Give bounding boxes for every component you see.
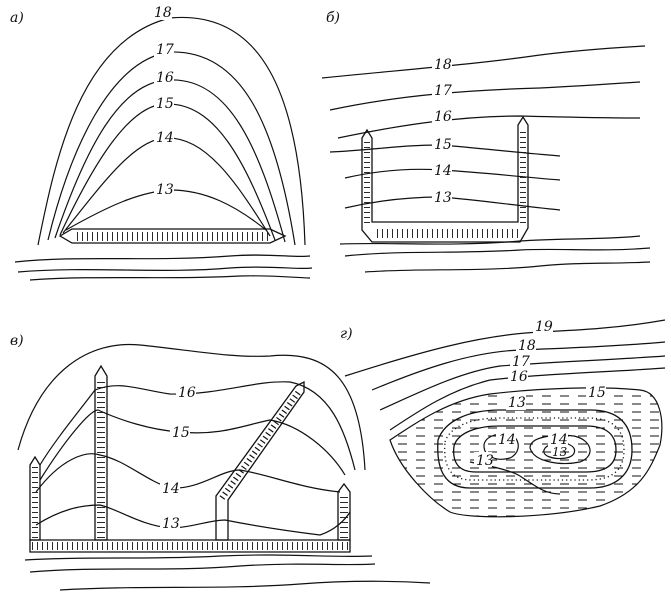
stream-b-bank-2 [344, 247, 651, 257]
contour-v-16 [39, 381, 356, 471]
contour-g-19 [344, 319, 666, 377]
label-a-17: 17 [156, 42, 174, 58]
dam-v-right-hatch [340, 494, 348, 540]
stream-a-bank-1 [14, 254, 311, 263]
label-b-13: 13 [434, 190, 452, 206]
label-v-15: 15 [172, 425, 190, 441]
contour-a-15 [59, 103, 276, 241]
contour-g-16 [389, 367, 666, 431]
dam-v-left [29, 455, 41, 541]
stream-a-bank-2 [17, 266, 313, 273]
dam-b-left-hatch [364, 140, 370, 224]
dam-v-middle-hatch [97, 378, 105, 540]
label-a-15: 15 [156, 96, 174, 112]
label-g-15: 15 [588, 385, 606, 401]
dam-g-ring [437, 409, 633, 489]
dam-v-bottom-hatch [32, 542, 348, 550]
stream-b-bank-3 [364, 261, 651, 273]
label-v-14: 14 [162, 481, 180, 497]
panel-a: a) 18 17 16 15 14 13 [10, 4, 313, 281]
stream-v-bank-3 [59, 580, 431, 591]
dam-b [361, 115, 529, 243]
panel-b: б) 18 17 16 15 14 13 [321, 10, 651, 273]
label-g-13-lower: 13 [476, 453, 494, 469]
dam-v-left-hatch [32, 467, 38, 540]
panel-a-label: a) [10, 10, 24, 26]
label-g-13-top: 13 [508, 395, 526, 411]
label-g-13-inner: 13 [552, 445, 568, 459]
label-a-13: 13 [156, 182, 174, 198]
label-g-19: 19 [535, 319, 553, 335]
contour-g-17 [379, 355, 666, 411]
panel-g: г) 19 18 17 16 15 13 14 14 13 13 [340, 318, 666, 518]
dam-v-diagonal-hatch [219, 388, 303, 500]
pond-g-inner [452, 425, 617, 473]
contour-v-15 [39, 409, 346, 481]
contour-b-16 [337, 115, 641, 139]
dam-a-hatch [74, 232, 268, 241]
label-v-16: 16 [178, 385, 196, 401]
contour-b-18 [321, 45, 646, 79]
reservoir-water [389, 387, 663, 518]
label-b-14: 14 [434, 163, 452, 179]
contour-b-17 [329, 81, 641, 111]
label-g-17: 17 [512, 354, 530, 370]
panel-b-label: б) [326, 10, 340, 26]
label-v-13: 13 [162, 516, 180, 532]
dam-a [58, 228, 287, 244]
label-g-16: 16 [510, 369, 528, 385]
label-g-14-left: 14 [498, 432, 516, 448]
label-g-14-right: 14 [550, 432, 568, 448]
stream-a-bank-3 [29, 275, 311, 281]
panel-v-label: в) [10, 333, 24, 349]
dam-b-bottom-hatch [374, 229, 518, 238]
dam-v-right [337, 482, 351, 541]
dam-v-bottom [29, 539, 351, 553]
contour-v-13 [35, 504, 351, 536]
label-a-18: 18 [154, 5, 172, 21]
panel-v: в) 16 15 14 13 [10, 333, 431, 591]
contour-g-inner-14b [529, 434, 591, 465]
label-a-16: 16 [156, 70, 174, 86]
dam-g-ring-hatch [444, 417, 625, 481]
label-b-16: 16 [434, 109, 452, 125]
dam-b-right-hatch [520, 128, 526, 224]
contour-v-outer [17, 343, 366, 471]
label-g-18: 18 [518, 338, 536, 354]
stream-v-bank-1 [24, 554, 373, 561]
stream-b-bank-1 [339, 235, 641, 245]
contour-v-14 [35, 453, 341, 493]
label-a-14: 14 [156, 130, 174, 146]
label-b-18: 18 [434, 57, 452, 73]
panel-g-label: г) [340, 326, 353, 342]
stream-v-bank-2 [29, 563, 376, 573]
label-b-15: 15 [434, 137, 452, 153]
dam-v-middle [94, 364, 108, 541]
label-b-17: 17 [434, 83, 452, 99]
